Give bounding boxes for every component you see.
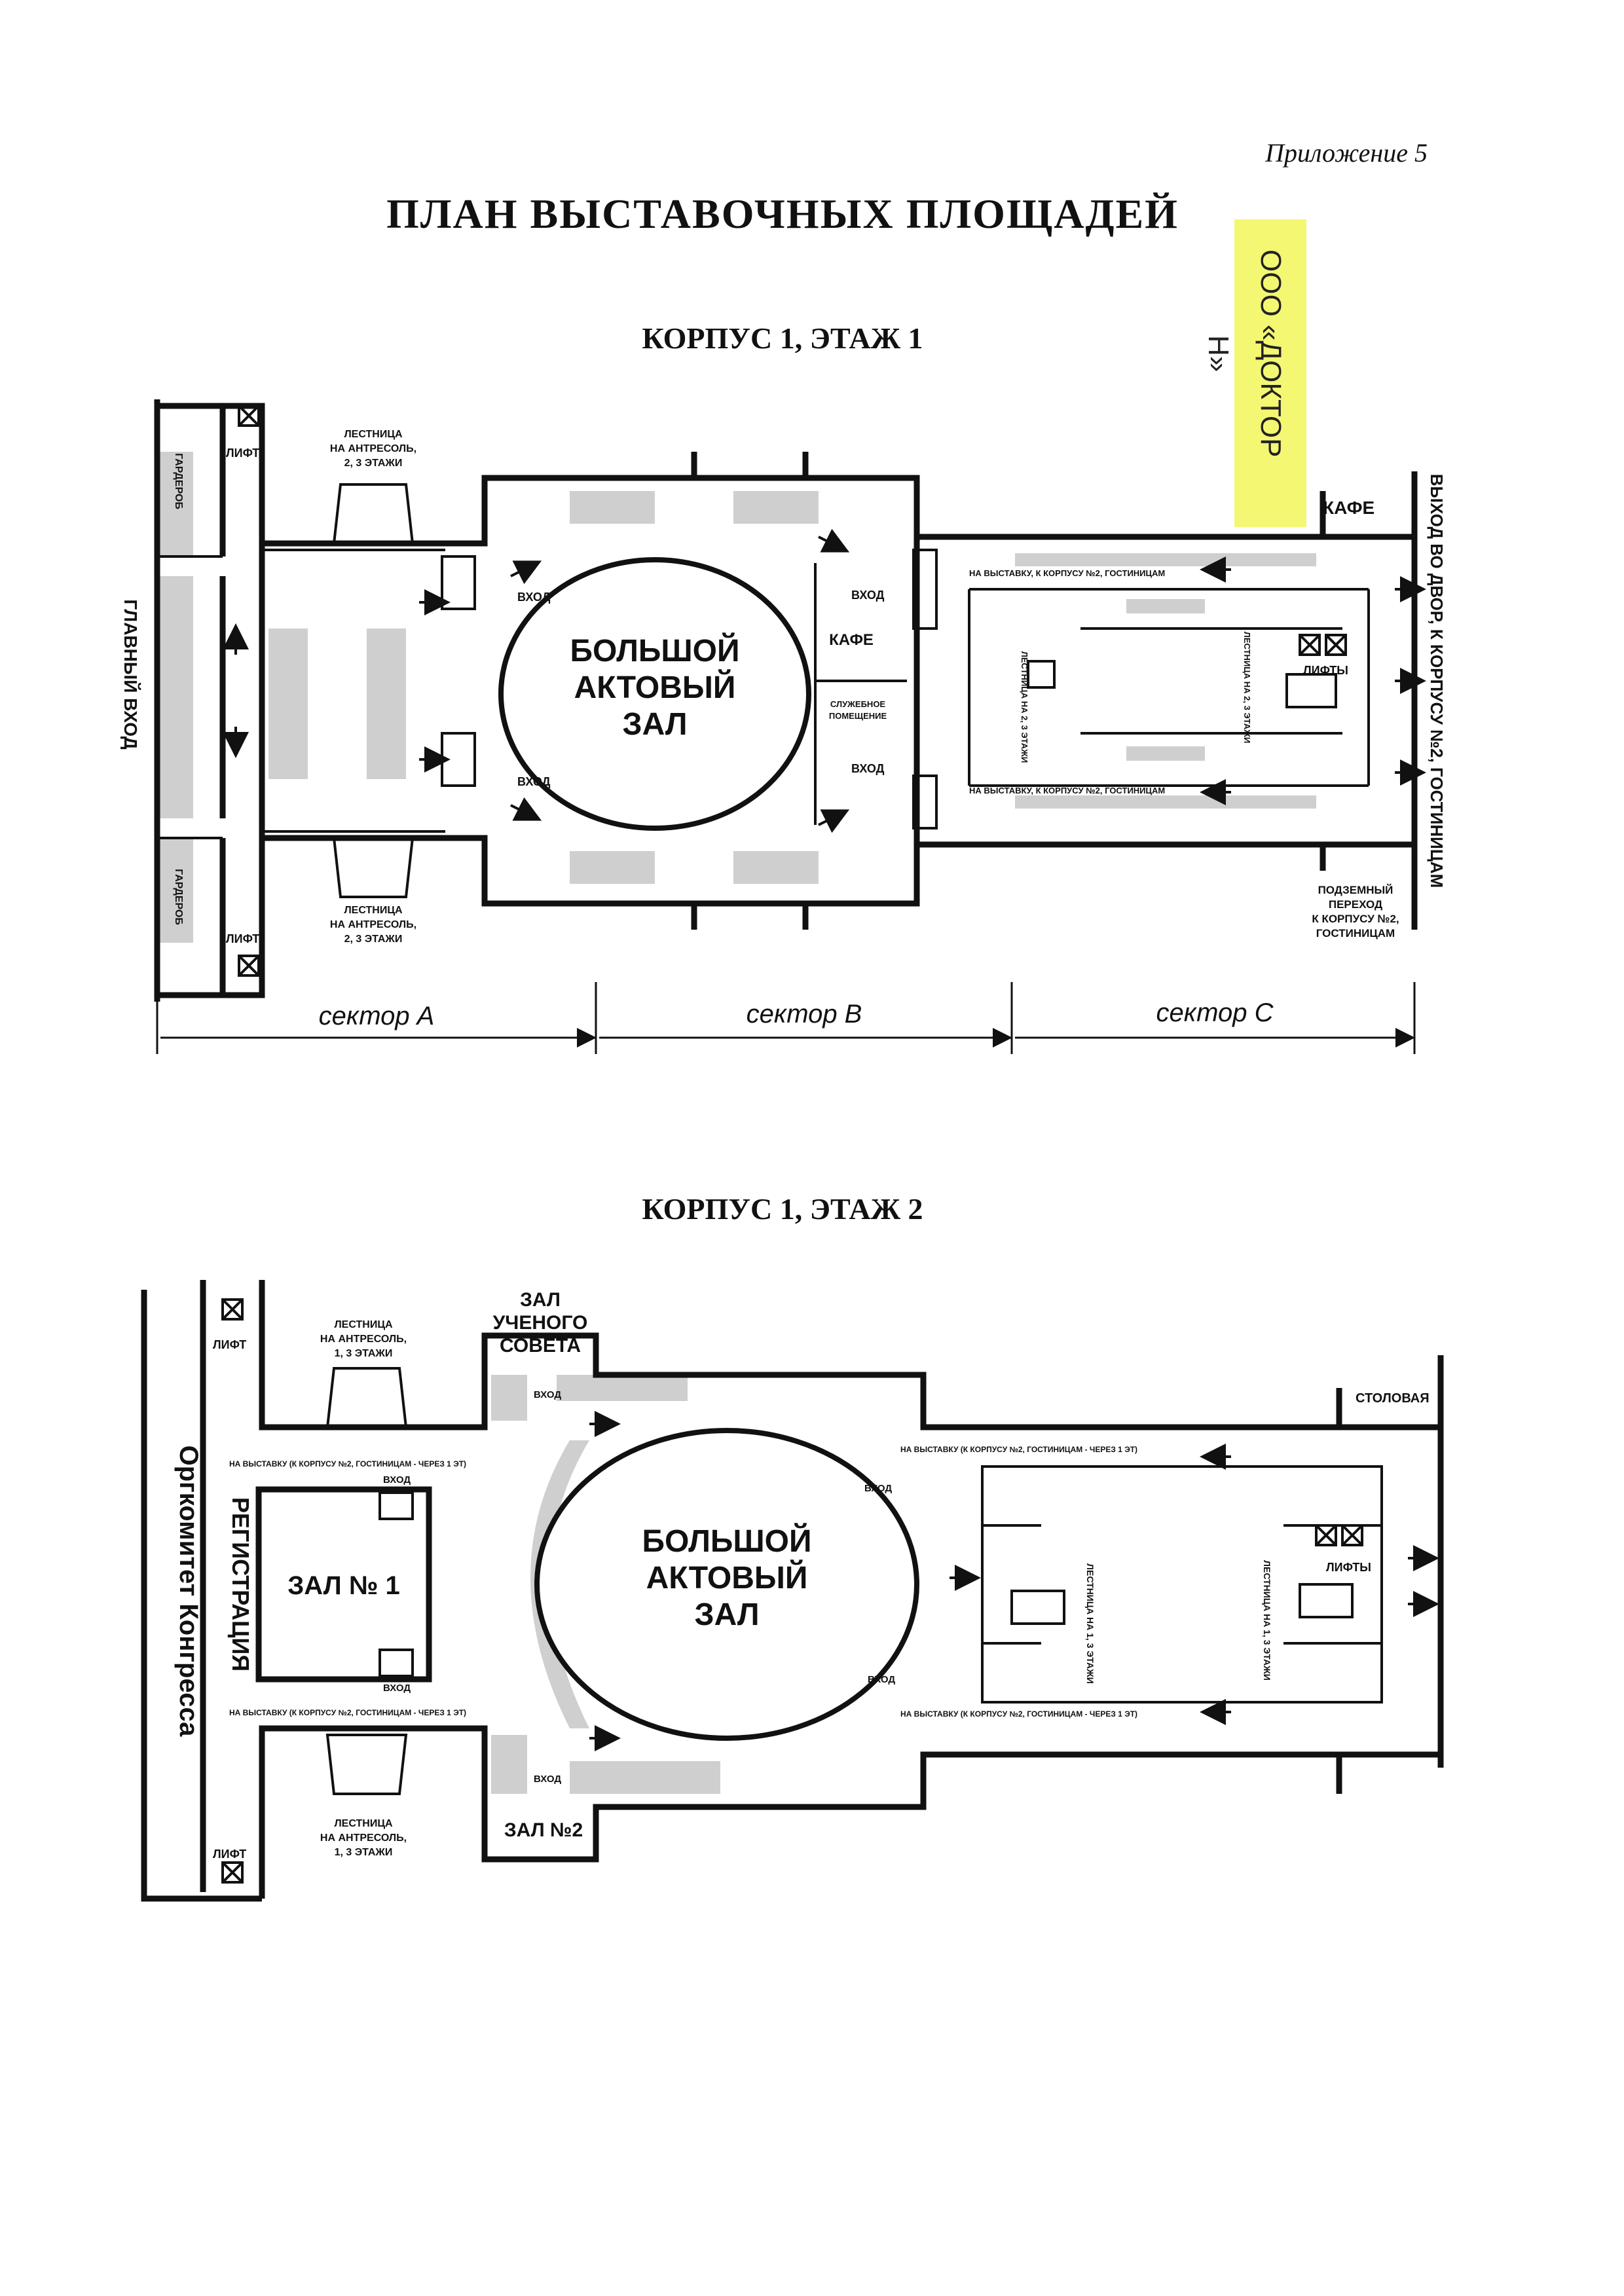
floor2-council-1: ЗАЛ xyxy=(520,1289,561,1311)
floor1-main-entrance: ГЛАВНЫЙ ВХОД xyxy=(120,599,141,749)
floor1-underpass-2: ПЕРЕХОД xyxy=(1329,898,1382,911)
floor2-entry-2: ВХОД xyxy=(383,1474,411,1485)
floor2-stair-right: ЛЕСТНИЦА НА 1, 3 ЭТАЖИ xyxy=(1262,1560,1272,1681)
floor2-hall-2: ЗАЛ №2 xyxy=(504,1819,583,1841)
floor1-hall-line2: АКТОВЫЙ xyxy=(574,669,736,705)
floor2-lift-bottom: ЛИФТ xyxy=(213,1848,246,1861)
floor1-entry-left-bottom: ВХОД xyxy=(517,775,551,788)
floor1-lift-top: ЛИФТ xyxy=(226,446,259,460)
floor1-stair-top-1: ЛЕСТНИЦА xyxy=(344,429,403,440)
floor2-corridor-top-left: НА ВЫСТАВКУ (К КОРПУСУ №2, ГОСТИНИЦАМ - … xyxy=(229,1459,466,1468)
floor2-stair-bottom-2: НА АНТРЕСОЛЬ, xyxy=(320,1832,407,1844)
floor1-plan: ГЛАВНЫЙ ВХОД ГАРДЕРОБ ГАРДЕРОБ ЛИФТ ЛИФТ… xyxy=(120,399,1447,1054)
floor2-title: КОРПУС 1, ЭТАЖ 2 xyxy=(642,1192,923,1226)
page-title: ПЛАН ВЫСТАВОЧНЫХ ПЛОЩАДЕЙ xyxy=(386,191,1179,237)
floor1-underpass-4: ГОСТИНИЦАМ xyxy=(1316,927,1395,939)
floor1-stair-top-2: НА АНТРЕСОЛЬ, xyxy=(330,443,416,454)
floor1-exit-yard: ВЫХОД ВО ДВОР, К КОРПУСУ №2, ГОСТИНИЦАМ xyxy=(1427,474,1447,888)
floor2-registration: РЕГИСТРАЦИЯ xyxy=(227,1497,254,1671)
floor1-stair-top-3: 2, 3 ЭТАЖИ xyxy=(344,458,403,469)
floor2-big-hall-line1: БОЛЬШОЙ xyxy=(642,1523,812,1559)
floor2-corridor-bottom-right: НА ВЫСТАВКУ (К КОРПУСУ №2, ГОСТИНИЦАМ - … xyxy=(900,1709,1137,1719)
floor2-stair-top-3: 1, 3 ЭТАЖИ xyxy=(335,1348,393,1359)
floor2-plan: Оргкомитет Конгресса РЕГИСТРАЦИЯ ЛИФТ ЛИ… xyxy=(141,1280,1444,1902)
floor1-lifts: ЛИФТЫ xyxy=(1303,664,1348,677)
floor2-entry-6: ВХОД xyxy=(868,1674,895,1685)
floor1-cafe-outer: КАФЕ xyxy=(1323,498,1375,518)
sector-c-label: сектор С xyxy=(1156,998,1274,1027)
floor1-service-2: ПОМЕЩЕНИЕ xyxy=(829,711,887,721)
floor1-stair-bottom-1: ЛЕСТНИЦА xyxy=(344,905,403,916)
floor1-hall-line1: БОЛЬШОЙ xyxy=(570,632,740,668)
floor2-council-2: УЧЕНОГО xyxy=(493,1312,588,1334)
floor1-stair-bottom-2: НА АНТРЕСОЛЬ, xyxy=(330,919,416,930)
floor1-hall-line3: ЗАЛ xyxy=(623,707,688,742)
floor2-council-3: СОВЕТА xyxy=(500,1335,581,1357)
floor2-hall-1: ЗАЛ № 1 xyxy=(287,1571,400,1600)
floor2-big-hall-line3: ЗАЛ xyxy=(695,1597,760,1632)
floor1-stair-c-right: ЛЕСТНИЦА НА 2, 3 ЭТАЖИ xyxy=(1242,632,1252,744)
floor1-cafe-inner: КАФЕ xyxy=(829,631,874,649)
floor2-stair-left: ЛЕСТНИЦА НА 1, 3 ЭТАЖИ xyxy=(1085,1563,1096,1684)
floor1-entry-right-top: ВХОД xyxy=(851,589,885,602)
floor1-lift-bottom: ЛИФТ xyxy=(226,932,259,945)
floor2-corridor-bottom-left: НА ВЫСТАВКУ (К КОРПУСУ №2, ГОСТИНИЦАМ - … xyxy=(229,1708,466,1717)
floor2-entry-3: ВХОД xyxy=(383,1683,411,1694)
floor2-lift-top: ЛИФТ xyxy=(213,1338,246,1351)
floor2-stair-top-1: ЛЕСТНИЦА xyxy=(334,1319,393,1330)
floor2-entry-1: ВХОД xyxy=(534,1389,561,1400)
floor1-cloakroom-bottom: ГАРДЕРОБ xyxy=(173,869,184,925)
floor1-corridor-top: НА ВЫСТАВКУ, К КОРПУСУ №2, ГОСТИНИЦАМ xyxy=(969,568,1165,578)
floor1-stair-c-left: ЛЕСТНИЦА НА 2, 3 ЭТАЖИ xyxy=(1020,651,1029,763)
floor1-underpass-3: К КОРПУСУ №2, xyxy=(1312,913,1399,925)
floor2-stair-bottom-3: 1, 3 ЭТАЖИ xyxy=(335,1847,393,1858)
floor1-stair-bottom-3: 2, 3 ЭТАЖИ xyxy=(344,934,403,945)
floor1-underpass-1: ПОДЗЕМНЫЙ xyxy=(1318,884,1393,896)
sticky-note xyxy=(1234,219,1306,527)
floor1-corridor-bottom: НА ВЫСТАВКУ, К КОРПУСУ №2, ГОСТИНИЦАМ xyxy=(969,786,1165,795)
floor2-stair-bottom-1: ЛЕСТНИЦА xyxy=(334,1818,393,1829)
floor2-corridor-top-right: НА ВЫСТАВКУ (К КОРПУСУ №2, ГОСТИНИЦАМ - … xyxy=(900,1445,1137,1454)
appendix-label: Приложение 5 xyxy=(1265,138,1428,168)
floor2-canteen: СТОЛОВАЯ xyxy=(1356,1391,1430,1406)
sector-b-label: сектор В xyxy=(747,1000,862,1029)
sector-a-label: сектор А xyxy=(319,1002,435,1030)
floor2-lifts: ЛИФТЫ xyxy=(1326,1561,1371,1574)
floor2-orgcommittee: Оргкомитет Конгресса xyxy=(174,1446,203,1738)
floor1-service-1: СЛУЖЕБНОЕ xyxy=(830,699,886,709)
floor1-cloakroom-top: ГАРДЕРОБ xyxy=(173,453,184,509)
floor1-entry-left-top: ВХОД xyxy=(517,591,551,604)
floor2-entry-4: ВХОД xyxy=(534,1774,561,1785)
sticky-note-text: ООО «ДОКТОР Н» xyxy=(1202,249,1287,458)
floor2-big-hall-line2: АКТОВЫЙ xyxy=(646,1559,808,1595)
floor2-stair-top-2: НА АНТРЕСОЛЬ, xyxy=(320,1334,407,1345)
floor1-entry-right-bottom: ВХОД xyxy=(851,762,885,775)
floor1-title: КОРПУС 1, ЭТАЖ 1 xyxy=(642,321,923,355)
floor2-entry-5: ВХОД xyxy=(864,1483,892,1494)
